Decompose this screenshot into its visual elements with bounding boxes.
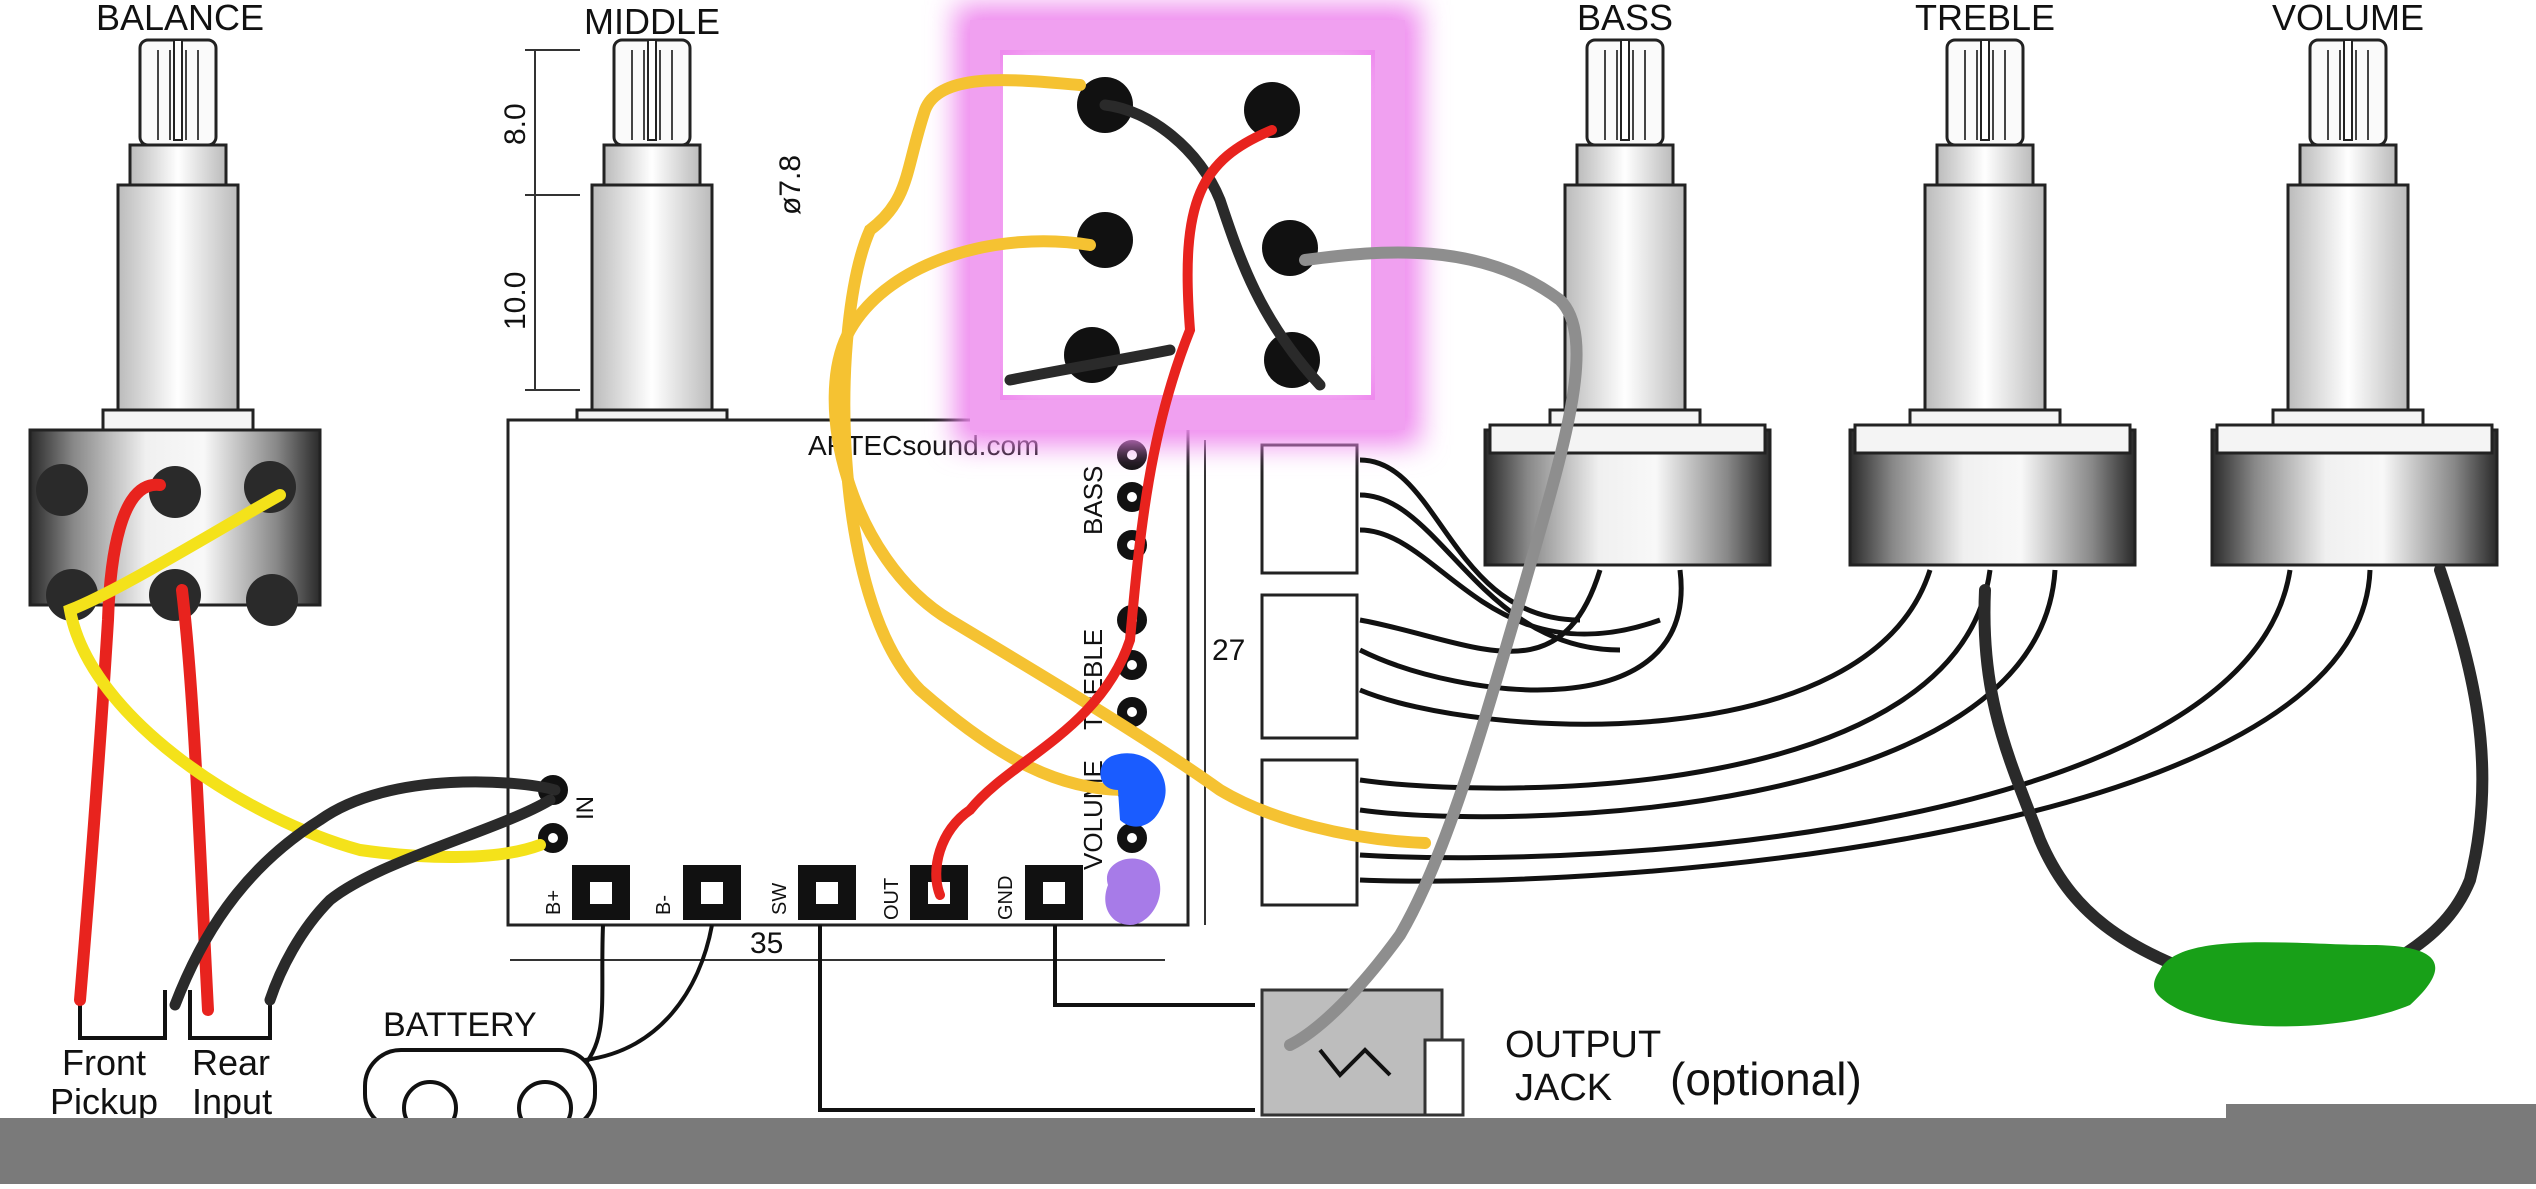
pad-label: B+ [543, 890, 565, 915]
orange-wire [828, 235, 1431, 849]
volume-pot-title: VOLUME [2272, 0, 2424, 38]
red-wire [74, 478, 166, 1006]
balance-lug [149, 569, 201, 621]
blue-dot [1100, 753, 1166, 827]
pad-label: SW [769, 883, 791, 915]
board-terminals [572, 865, 1083, 920]
dimension-lines [525, 49, 580, 391]
black-wire [1099, 99, 1326, 391]
output-jack-label: JACK [1515, 1067, 1612, 1109]
preamp-board [506, 418, 1359, 927]
yellow-wire [63, 489, 546, 863]
pot-connection-wires [1358, 457, 2373, 884]
black-wire [264, 794, 556, 1006]
bass-pot [1483, 38, 1772, 567]
balance-lug [149, 466, 201, 518]
bottom-bar [0, 1118, 2536, 1184]
black-wire [1004, 344, 1176, 386]
pickup-label: Pickup [50, 1081, 158, 1122]
pad-label: GND [995, 876, 1017, 920]
black-wire [2374, 564, 2489, 976]
balance-pot [28, 38, 322, 626]
battery-label: BATTERY [383, 1006, 537, 1044]
volume-pot [2210, 38, 2499, 567]
green-ground-blob [2154, 942, 2436, 1027]
dimension-label: ø7.8 [774, 155, 807, 215]
board-label-bass: BASS [1078, 466, 1108, 535]
front-label: Front [62, 1042, 146, 1083]
bottom-bar-tab [2226, 1104, 2536, 1118]
dimension-label: 35 [750, 927, 783, 960]
bass-pot-title: BASS [1577, 0, 1673, 38]
treble-pot-title: TREBLE [1915, 0, 2055, 38]
pickup-terminals [78, 990, 272, 1040]
output-jack-label: OUTPUT [1505, 1024, 1661, 1066]
black-wire [169, 776, 561, 1011]
pad-label: B- [653, 895, 675, 915]
dimension-label: 10.0 [499, 272, 532, 330]
purple-dot [1105, 858, 1161, 925]
input-label: Input [192, 1081, 272, 1122]
optional-label: (optional) [1670, 1053, 1862, 1105]
gray-wire [1284, 246, 1583, 1051]
middle-pot-title: MIDDLE [584, 1, 720, 42]
jack-wires [578, 924, 1255, 1112]
treble-pot [1848, 38, 2137, 567]
output-jack [1260, 988, 1465, 1117]
dimension-label: 27 [1212, 634, 1245, 667]
black-wire [1978, 584, 2236, 991]
board-label-in: IN [572, 796, 599, 820]
red-wire [931, 125, 1277, 900]
dimension-label: 8.0 [499, 103, 532, 145]
pad-label: OUT [881, 878, 903, 920]
balance-lug [246, 574, 298, 626]
balance-pot-title: BALANCE [96, 0, 264, 38]
balance-lug [36, 464, 88, 516]
rear-label: Rear [192, 1042, 270, 1083]
